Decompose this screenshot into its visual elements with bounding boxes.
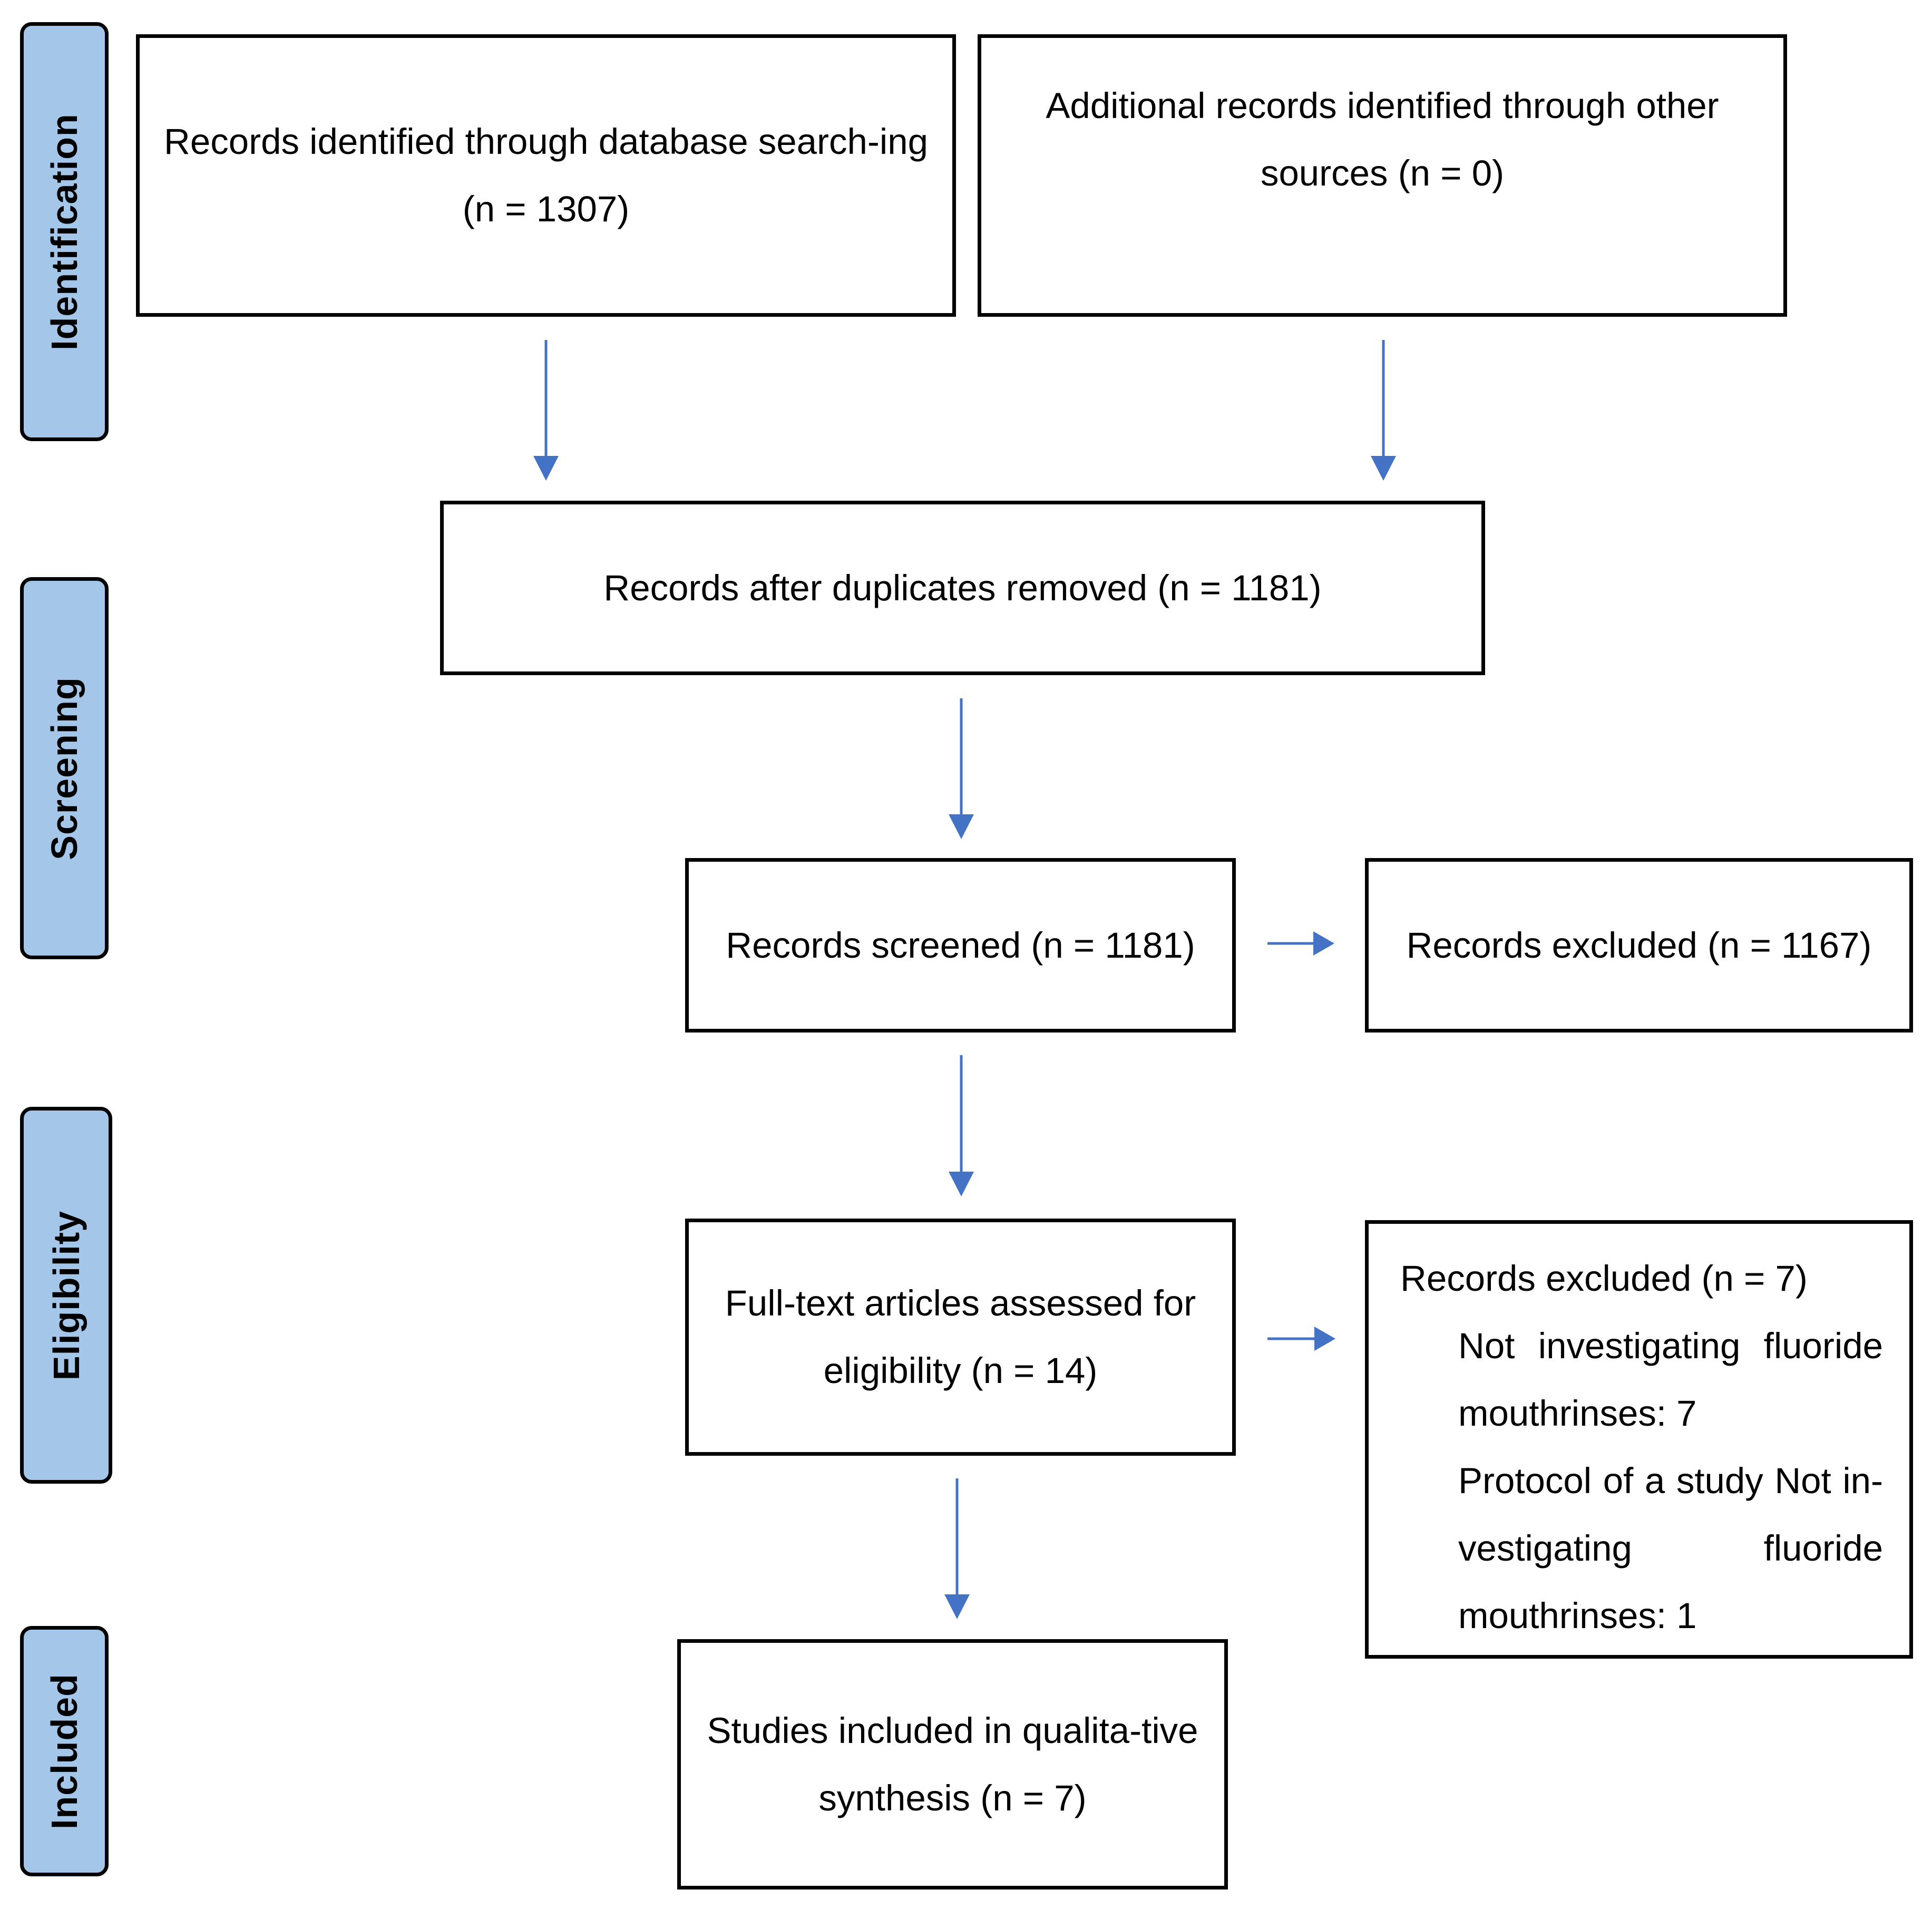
box-fulltext-assessed-text: Full-text articles assessed for eligibil… xyxy=(725,1283,1196,1391)
box-records-screened-text: Records screened (n = 1181) xyxy=(726,924,1195,966)
phase-eligibility: Eligibility xyxy=(20,1107,112,1484)
phase-screening: Screening xyxy=(20,577,109,959)
excluded-heading: Records excluded (n = 7) xyxy=(1400,1258,1808,1299)
box-included-synthesis-text: Studies included in qualita-tive synthes… xyxy=(707,1710,1198,1818)
phase-identification: Identification xyxy=(20,22,109,441)
arrow-right-fulltext xyxy=(1267,1327,1335,1351)
box-other-sources-text: Additional records identified through ot… xyxy=(1046,85,1719,193)
box-fulltext-assessed: Full-text articles assessed for eligibil… xyxy=(685,1219,1236,1456)
excluded-reason-1: Not investigating fluoride mouthrinses: … xyxy=(1458,1326,1883,1434)
excluded-reason-2: Protocol of a study Not in-vestigating f… xyxy=(1458,1460,1883,1636)
phase-included: Included xyxy=(20,1626,109,1876)
box-included-synthesis: Studies included in qualita-tive synthes… xyxy=(677,1639,1228,1889)
box-records-excluded-screening-text: Records excluded (n = 1167) xyxy=(1406,924,1872,966)
arrow-down-other-sources xyxy=(1371,340,1396,481)
box-records-excluded-screening: Records excluded (n = 1167) xyxy=(1365,858,1913,1033)
box-other-sources: Additional records identified through ot… xyxy=(978,34,1787,317)
arrow-down-duplicates xyxy=(949,698,974,839)
box-duplicates-removed-text: Records after duplicates removed (n = 11… xyxy=(603,567,1322,608)
box-duplicates-removed: Records after duplicates removed (n = 11… xyxy=(440,501,1485,675)
arrow-right-screened xyxy=(1267,931,1334,956)
box-database-search: Records identified through database sear… xyxy=(136,34,956,317)
box-records-excluded-eligibility: Records excluded (n = 7) Not investigati… xyxy=(1365,1220,1913,1659)
arrow-down-database xyxy=(533,340,559,481)
arrow-down-fulltext xyxy=(944,1478,970,1619)
arrow-down-screened xyxy=(949,1055,974,1196)
box-records-screened: Records screened (n = 1181) xyxy=(685,858,1236,1033)
box-database-search-text: Records identified through database sear… xyxy=(164,121,928,229)
